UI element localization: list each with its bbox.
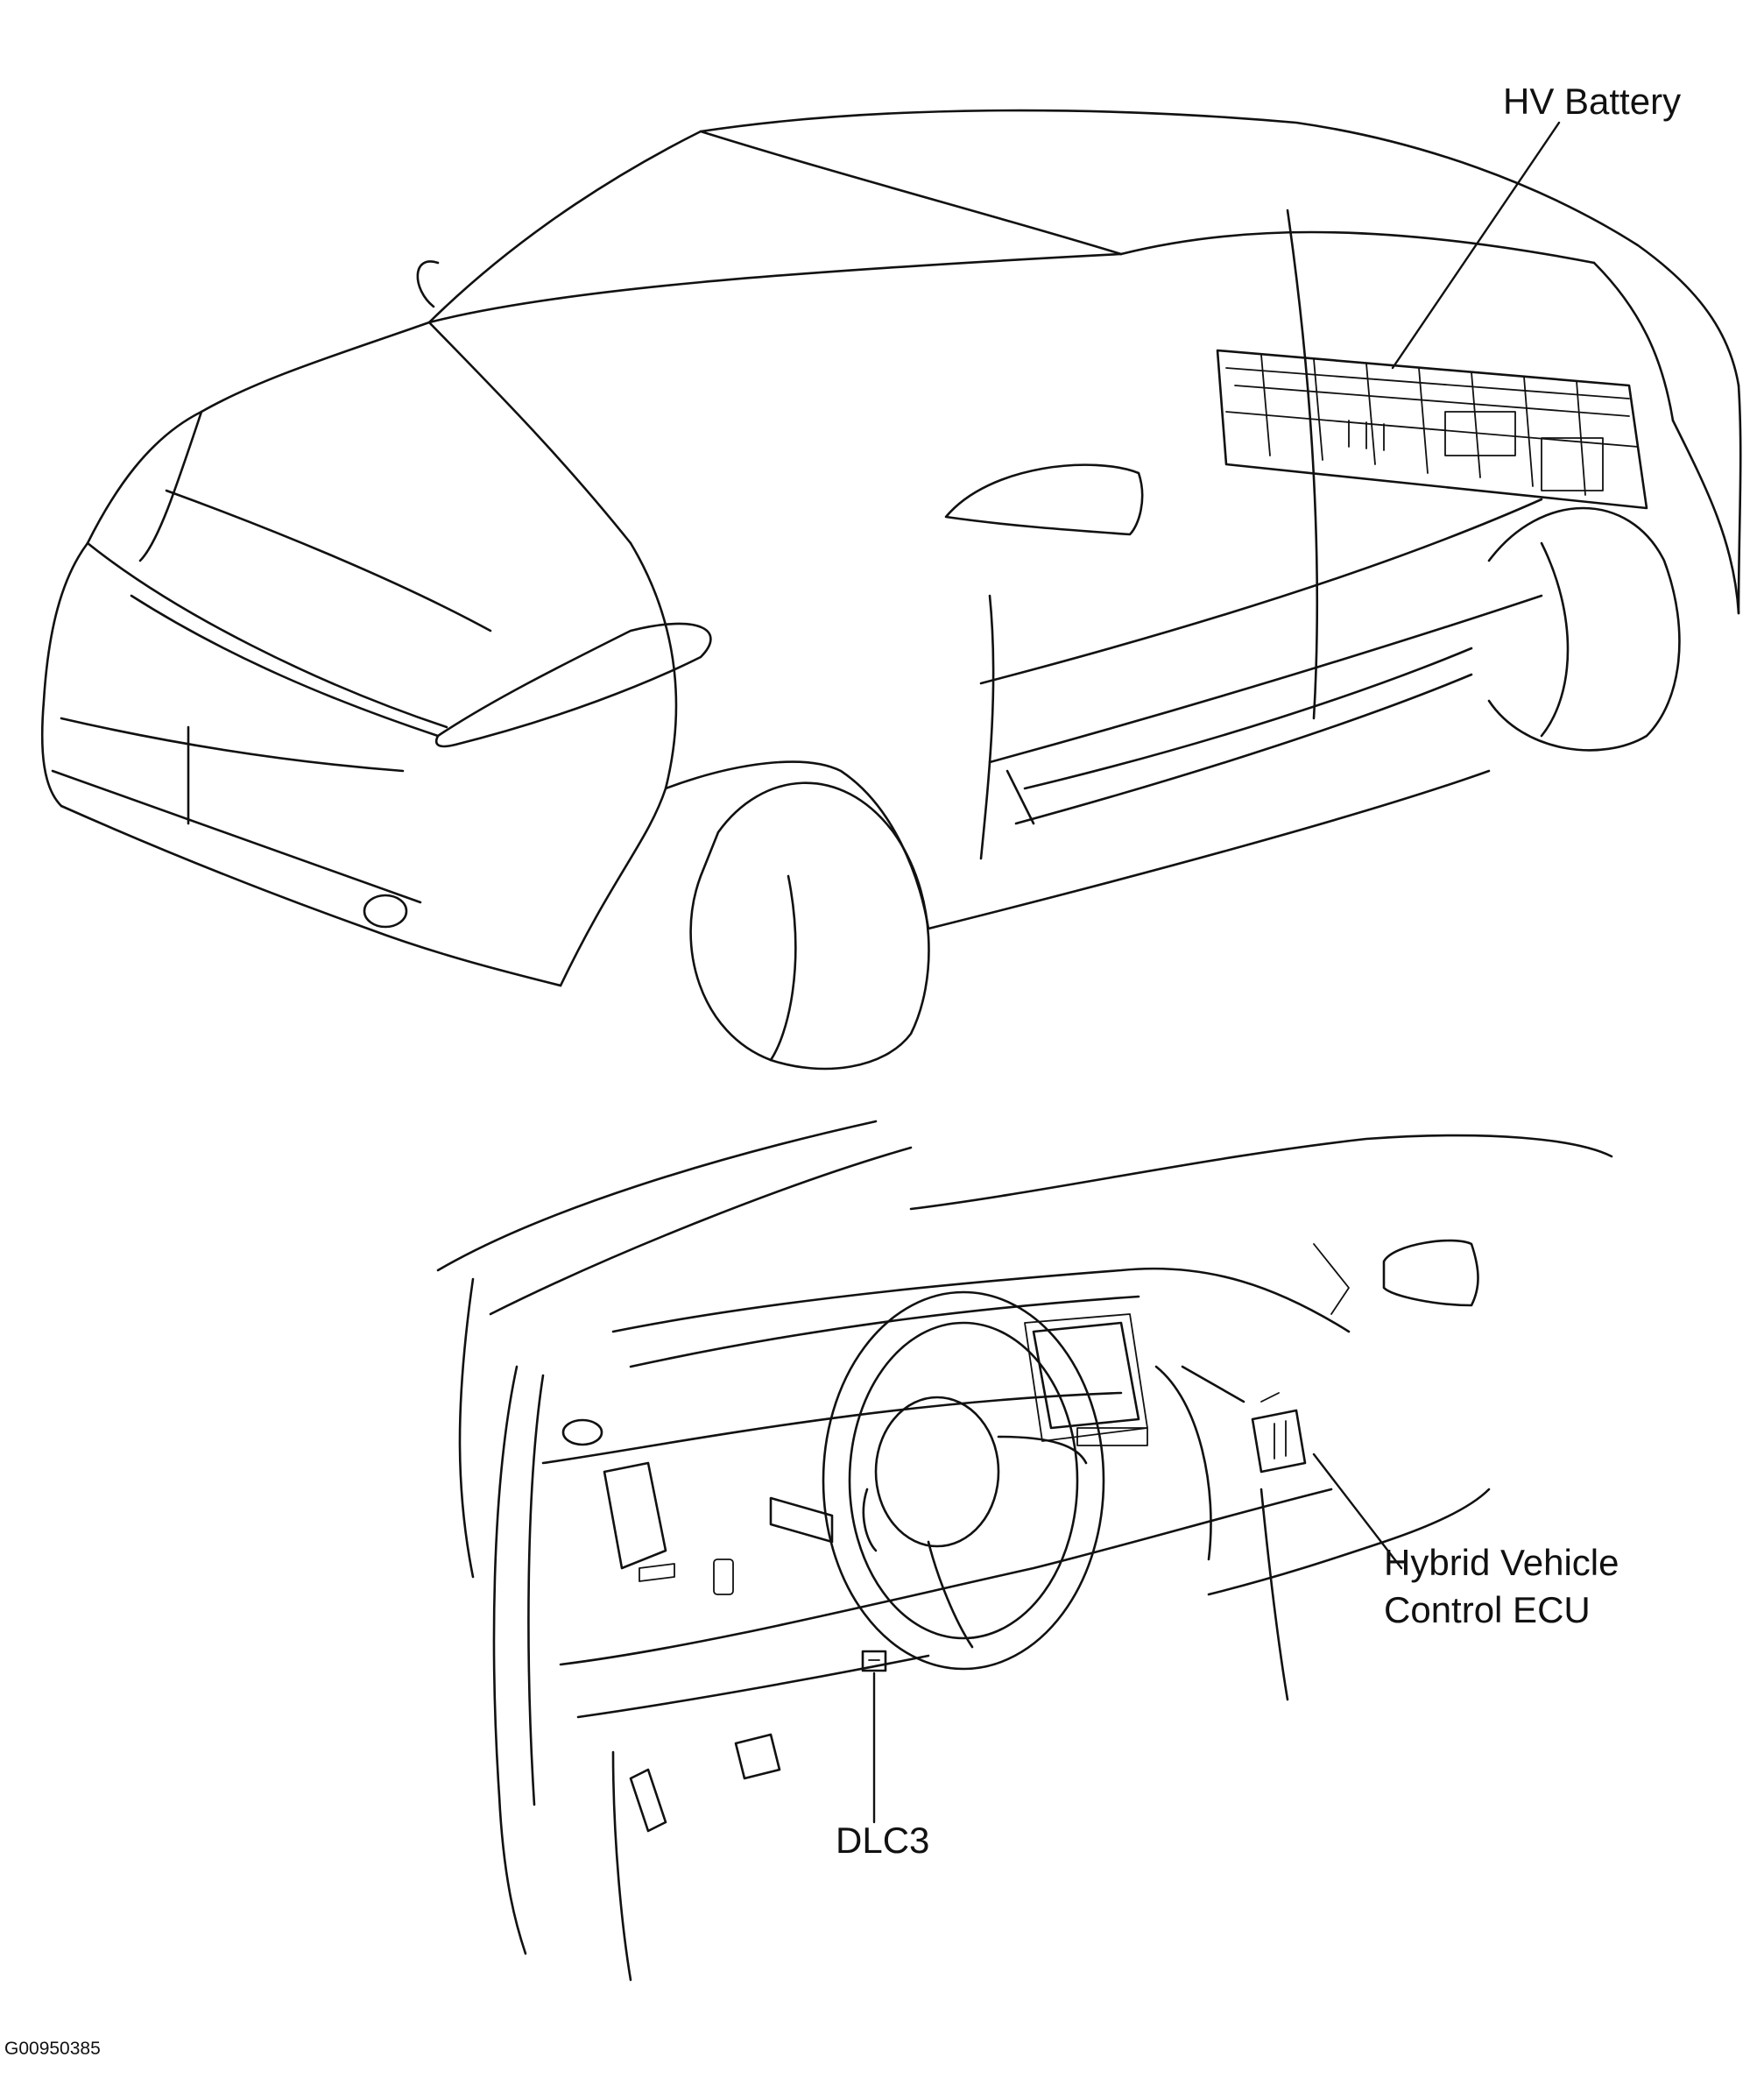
hybrid-ecu-label-line2: Control ECU (1384, 1589, 1591, 1630)
car-body-illustration (40, 109, 1742, 1071)
dashboard-illustration (436, 1120, 1613, 1982)
dlc3-connector (861, 1650, 887, 1672)
hv-battery-label: HV Battery (1503, 81, 1681, 122)
hv-battery-pack (1216, 349, 1648, 510)
hybrid-ecu-unit (1251, 1392, 1307, 1474)
hybrid-ecu-leader-line (1312, 1452, 1403, 1570)
hybrid-ecu-label-line1: Hybrid Vehicle (1384, 1542, 1619, 1583)
figure-code: G00950385 (4, 2039, 101, 2059)
hv-battery-leader-line (1391, 121, 1561, 370)
dlc3-label: DLC3 (836, 1820, 929, 1861)
